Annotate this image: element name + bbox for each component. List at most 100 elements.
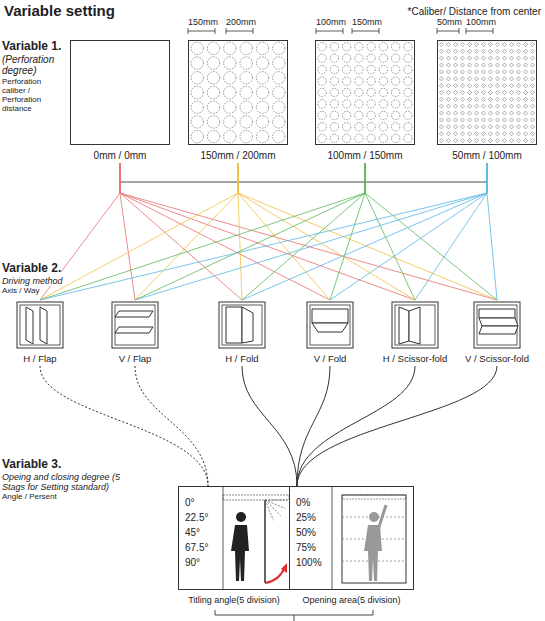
hole [482, 139, 486, 143]
hole [461, 111, 465, 115]
hole [475, 63, 479, 67]
door-icon [390, 300, 440, 350]
hole [355, 77, 363, 85]
perforation-holes [438, 41, 536, 144]
degree-value: 0% [296, 495, 322, 510]
degree-caption: Opening area(5 division) [302, 595, 400, 605]
variable-heading: Variable 3.Opeing and closing degree (5 … [2, 458, 137, 502]
panel-caption: 100mm / 150mm [315, 150, 415, 161]
hole [531, 118, 535, 122]
hole [191, 130, 203, 142]
degree-box: 0%25%50%75%100%Opening area(5 division) [289, 486, 414, 590]
hole [342, 111, 350, 119]
hole [489, 70, 493, 74]
person-body [231, 525, 249, 581]
hole [256, 86, 268, 98]
hole [461, 56, 465, 60]
method-caption: V / Scissor-fold [459, 353, 535, 364]
hole [447, 91, 451, 95]
hole [318, 43, 326, 51]
hole [524, 97, 528, 101]
hole [367, 54, 375, 62]
dimension-label: 50mm [437, 17, 462, 27]
hole [503, 97, 507, 101]
hole [531, 70, 535, 74]
hole [342, 123, 350, 131]
perforation-panel: 150mm / 200mm [188, 40, 288, 161]
hole [367, 100, 375, 108]
connector [238, 163, 497, 300]
hole [454, 84, 458, 88]
hole [510, 49, 514, 53]
hole [503, 70, 507, 74]
hole [510, 63, 514, 67]
hole [468, 56, 472, 60]
hole [475, 84, 479, 88]
hole [531, 84, 535, 88]
hole [440, 118, 444, 122]
hole [482, 104, 486, 108]
hole [482, 132, 486, 136]
hole [482, 63, 486, 67]
frame-inner [20, 305, 60, 345]
swing-arrow [281, 563, 287, 573]
hole [224, 42, 236, 54]
variable-label: Variable 3. [2, 458, 61, 472]
hole [440, 111, 444, 115]
hole [318, 134, 326, 142]
hole [524, 49, 528, 53]
degree-value: 100% [296, 555, 322, 570]
hole [342, 43, 350, 51]
hole [404, 77, 412, 85]
hole [440, 132, 444, 136]
hole [454, 63, 458, 67]
hole [517, 70, 521, 74]
hole [447, 56, 451, 60]
person-head [369, 512, 379, 522]
hole [240, 72, 252, 84]
hole [517, 84, 521, 88]
hole [517, 139, 521, 143]
hole [524, 139, 528, 143]
hole [440, 139, 444, 143]
hole [379, 123, 387, 131]
hole [379, 65, 387, 73]
hole [475, 104, 479, 108]
variable-label: Opeing and closing degree (5 Stags for S… [2, 472, 137, 493]
leaf [479, 318, 518, 326]
hole [454, 97, 458, 101]
hole [240, 42, 252, 54]
hole [379, 77, 387, 85]
panel-frame [70, 40, 170, 145]
hole [489, 49, 493, 53]
hole [240, 101, 252, 113]
connector [242, 163, 365, 300]
hole [517, 49, 521, 53]
hole [256, 101, 268, 113]
hole [440, 63, 444, 67]
connector [135, 163, 238, 300]
hole [531, 132, 535, 136]
hole [355, 134, 363, 142]
hole [273, 72, 285, 84]
note: *Caliber/ Distance from center [408, 6, 541, 17]
connector [120, 163, 415, 300]
hole [461, 132, 465, 136]
variable-label: Perforation caliber / Perforation distan… [2, 77, 66, 114]
hole [355, 54, 363, 62]
hole [489, 132, 493, 136]
hole [461, 63, 465, 67]
hole [510, 77, 514, 81]
hole [379, 100, 387, 108]
degree-value: 90° [185, 555, 208, 570]
hole [391, 88, 399, 96]
leaf [26, 307, 33, 344]
hole [468, 111, 472, 115]
perforation-holes [316, 41, 414, 144]
hole [440, 104, 444, 108]
hole [524, 84, 528, 88]
frame-outer [307, 302, 353, 348]
hole [379, 54, 387, 62]
connector [135, 163, 487, 300]
person-body [364, 525, 382, 581]
